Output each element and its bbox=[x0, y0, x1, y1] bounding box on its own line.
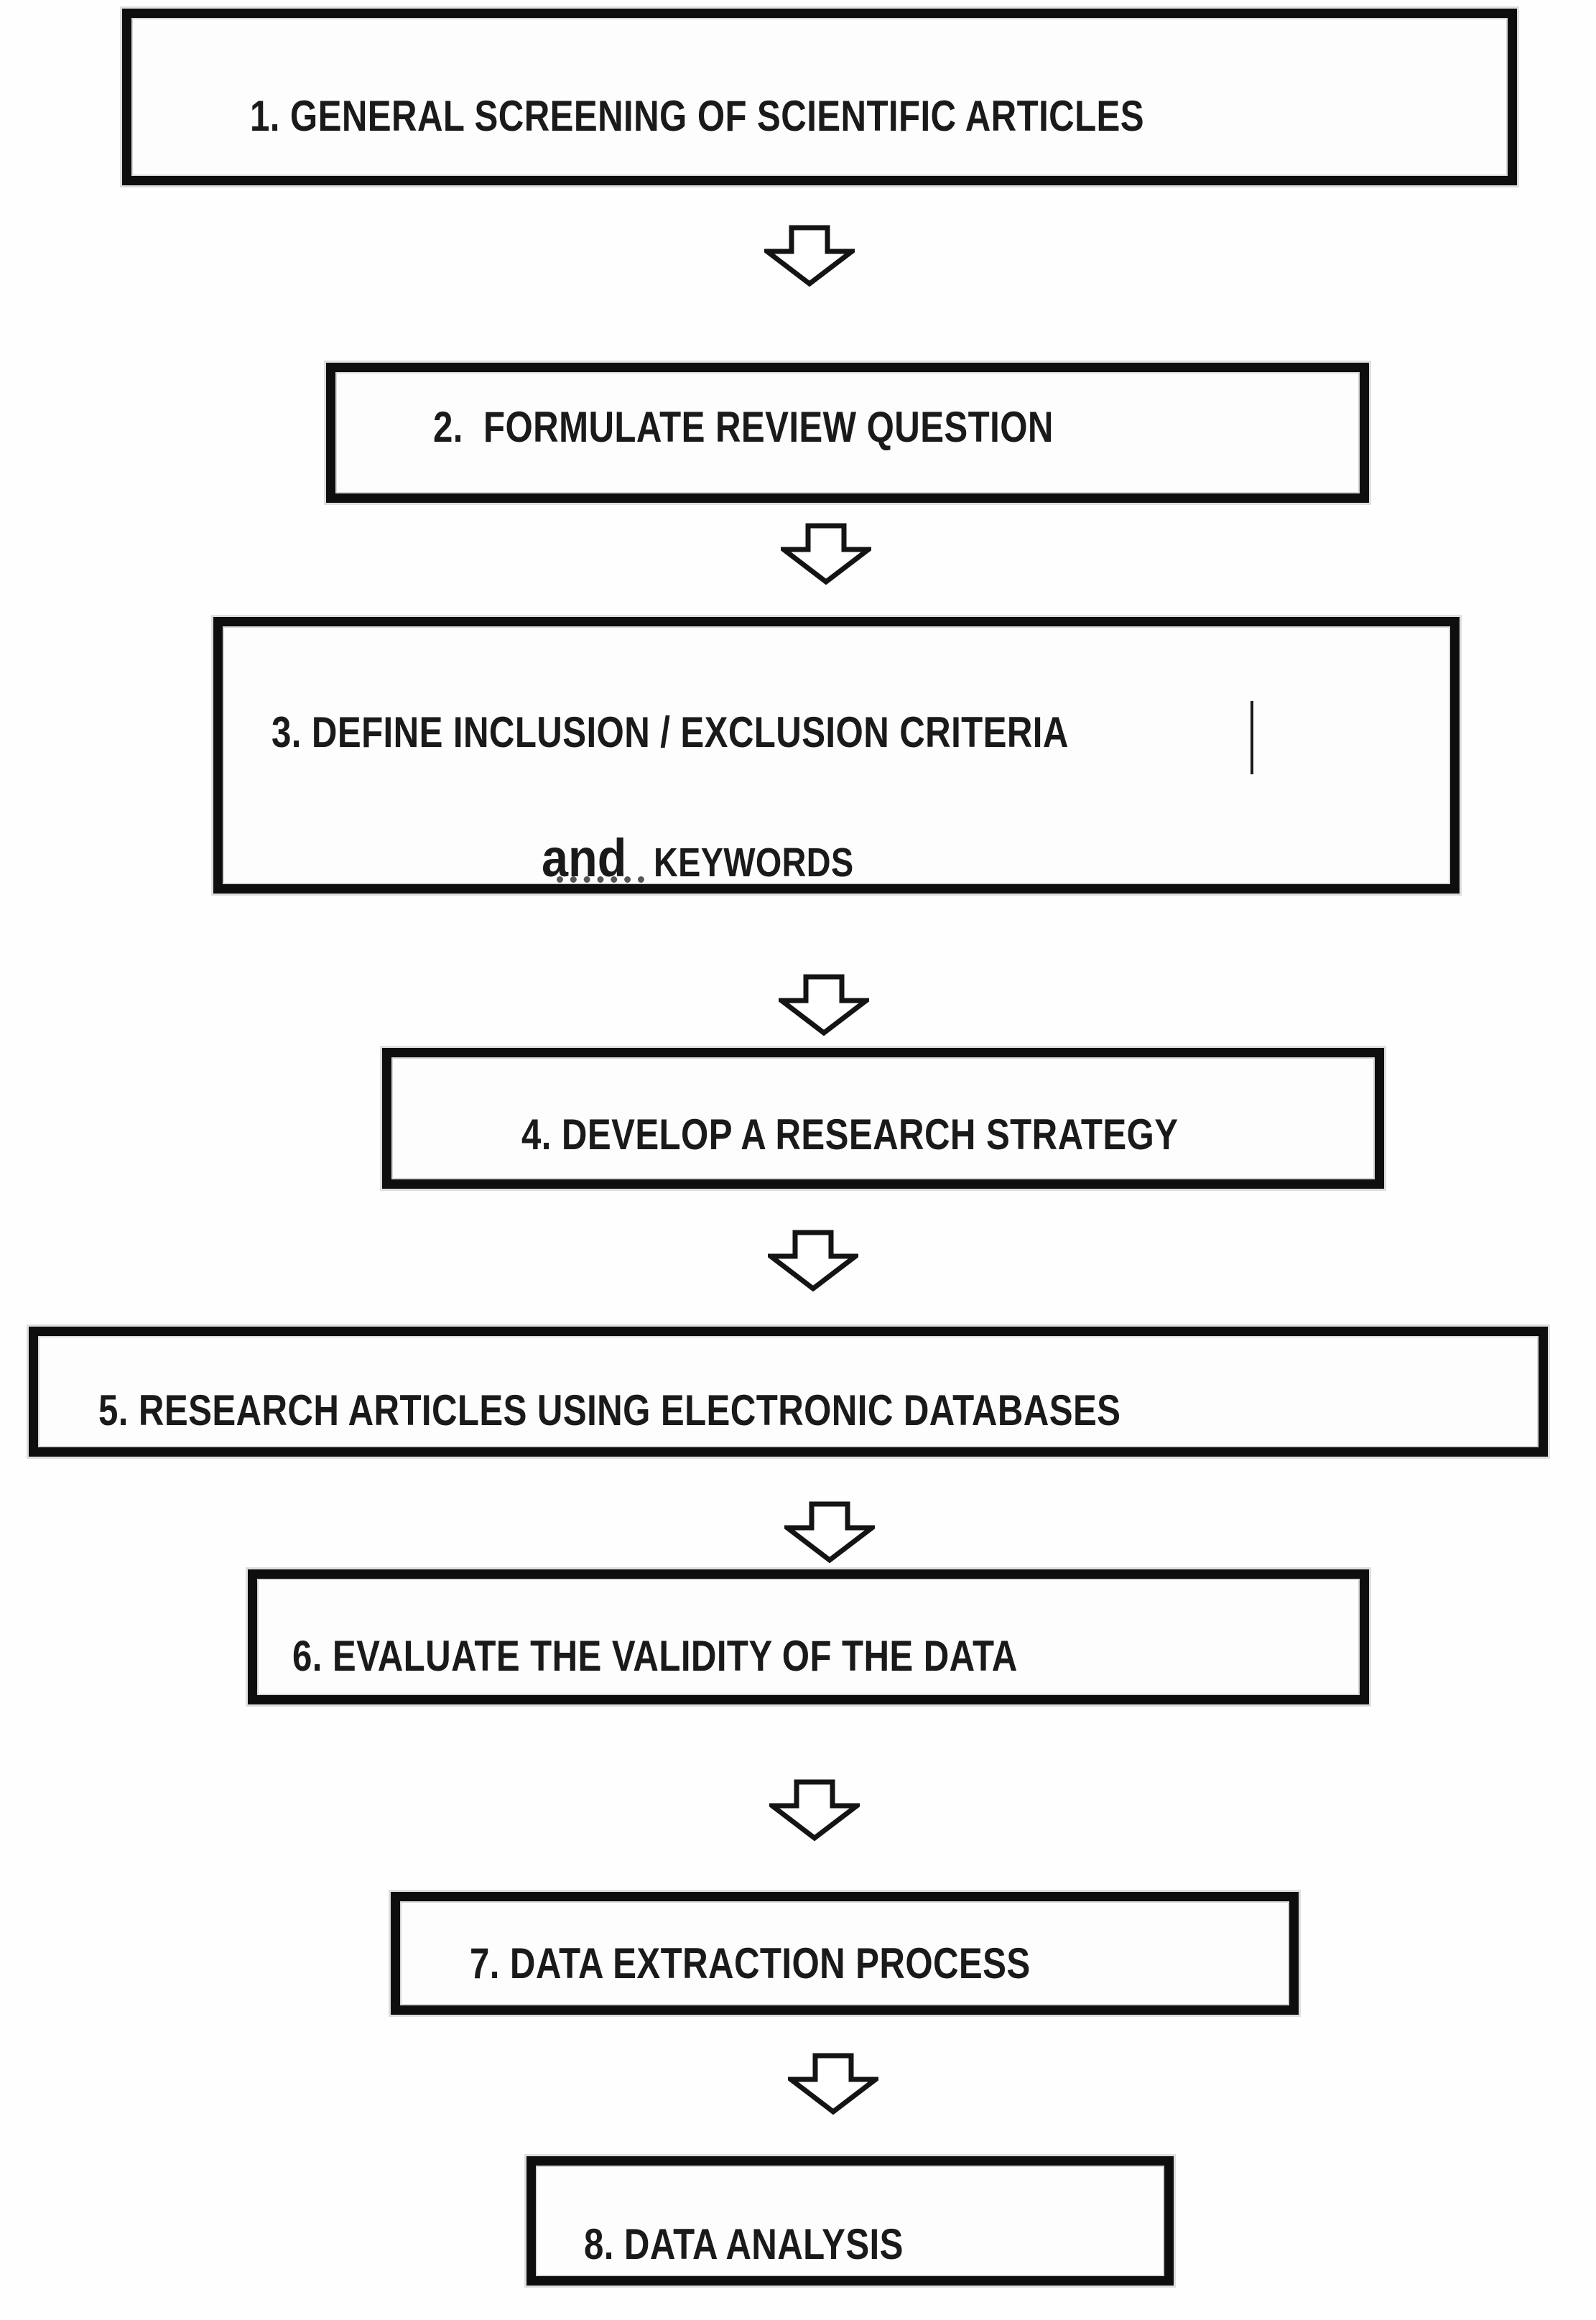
down-arrow-icon bbox=[784, 1501, 875, 1563]
flow-step-box-7: 7. DATA EXTRACTION PROCESS bbox=[391, 1892, 1299, 2015]
flow-step-label-7: 7. DATA EXTRACTION PROCESS bbox=[470, 1939, 1031, 1987]
flow-step-box-4: 4. DEVELOP A RESEARCH STRATEGY bbox=[382, 1048, 1384, 1189]
flow-step-label-3: 3. DEFINE INCLUSION / EXCLUSION CRITERIA bbox=[272, 707, 1069, 756]
flow-step-label-4: 4. DEVELOP A RESEARCH STRATEGY bbox=[521, 1110, 1179, 1159]
down-arrow-icon bbox=[768, 1230, 858, 1291]
flow-step-3-line2-caps: KEYWORDS bbox=[653, 840, 854, 886]
text-cursor-artifact bbox=[1251, 701, 1254, 774]
flow-step-3-line2: and KEYWORDS bbox=[542, 827, 897, 888]
flow-step-box-6: 6. EVALUATE THE VALIDITY OF THE DATA bbox=[248, 1569, 1369, 1704]
flow-step-box-1: 1. GENERAL SCREENING OF SCIENTIFIC ARTIC… bbox=[122, 9, 1517, 185]
flow-step-label-5: 5. RESEARCH ARTICLES USING ELECTRONIC DA… bbox=[98, 1386, 1121, 1434]
flow-step-label-8: 8. DATA ANALYSIS bbox=[584, 2219, 904, 2268]
down-arrow-icon bbox=[764, 225, 855, 287]
flow-step-box-5: 5. RESEARCH ARTICLES USING ELECTRONIC DA… bbox=[29, 1327, 1548, 1457]
down-arrow-icon bbox=[769, 1779, 860, 1841]
flow-step-box-3: 3. DEFINE INCLUSION / EXCLUSION CRITERIA… bbox=[213, 617, 1460, 894]
flow-step-label-6: 6. EVALUATE THE VALIDITY OF THE DATA bbox=[292, 1631, 1018, 1680]
down-arrow-icon bbox=[781, 523, 871, 585]
down-arrow-icon bbox=[779, 974, 869, 1036]
flow-step-label-1: 1. GENERAL SCREENING OF SCIENTIFIC ARTIC… bbox=[250, 91, 1145, 140]
down-arrow-icon bbox=[788, 2053, 878, 2115]
flow-step-label-2: 2. FORMULATE REVIEW QUESTION bbox=[433, 403, 1054, 451]
flow-step-box-2: 2. FORMULATE REVIEW QUESTION bbox=[326, 363, 1369, 503]
dotted-scan-artifact bbox=[557, 876, 644, 883]
flow-step-3-line1: 3. DEFINE INCLUSION / EXCLUSION CRITERIA bbox=[272, 698, 1254, 774]
flow-step-box-8: 8. DATA ANALYSIS bbox=[526, 2156, 1174, 2286]
